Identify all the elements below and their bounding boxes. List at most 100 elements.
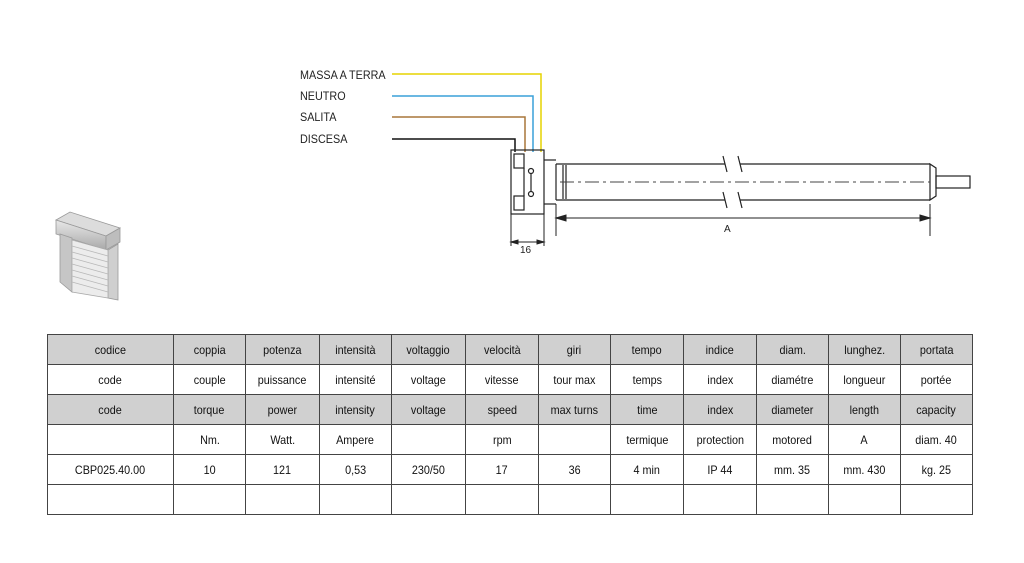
table-cell: 230/50: [391, 454, 466, 485]
wire-neutral: [392, 95, 534, 152]
table-cell: 17: [465, 454, 539, 485]
cell-text: temps: [632, 372, 662, 387]
cell-text: longueur: [843, 372, 886, 387]
motor-tube: [555, 155, 971, 209]
table-cell: time: [610, 394, 684, 425]
dimension-16-label: 16: [520, 245, 532, 256]
cell-text: time: [636, 402, 658, 417]
table-cell: diameter: [756, 394, 829, 425]
cell-text: couple: [193, 372, 226, 387]
cell-text: tempo: [631, 342, 663, 357]
cell-text: Watt.: [270, 432, 295, 447]
table-cell: mm. 430: [828, 454, 901, 485]
cell-text: torque: [194, 402, 225, 417]
table-cell: temps: [610, 364, 684, 395]
table-row: Nm. Watt. Ampere rpm termique protection motor…: [47, 424, 973, 455]
table-cell: code: [47, 394, 174, 425]
cell-text: IP 44: [707, 462, 733, 477]
wire-earth: [392, 73, 542, 152]
table-cell: [391, 424, 466, 455]
wire-label-up: SALITA: [300, 110, 337, 124]
table-cell: longueur: [828, 364, 901, 395]
table-cell: Nm.: [173, 424, 246, 455]
table-cell: CBP025.40.00: [47, 454, 174, 485]
cell-text: coppia: [193, 342, 226, 357]
table-cell: diamétre: [756, 364, 829, 395]
table-cell: 4 min: [610, 454, 684, 485]
table-cell: intensité: [319, 364, 392, 395]
table-cell: capacity: [900, 394, 973, 425]
wire-label-down: DISCESA: [300, 132, 348, 146]
cell-text: index: [707, 372, 733, 387]
table-cell: lunghez.: [828, 334, 901, 365]
dimension-16: [509, 214, 546, 246]
table-cell: rpm: [465, 424, 539, 455]
table-cell: [610, 484, 684, 515]
cell-text: velocità: [483, 342, 521, 357]
dimension-a-label: A: [724, 224, 731, 235]
cell-text: indice: [705, 342, 735, 357]
cell-text: 4 min: [633, 462, 661, 477]
table-cell: [319, 484, 392, 515]
cell-text: tour max: [553, 372, 596, 387]
cell-text: power: [267, 402, 298, 417]
table-cell: [538, 424, 611, 455]
cell-text: termique: [625, 432, 669, 447]
cell-text: diamétre: [771, 372, 814, 387]
table-cell: [173, 484, 246, 515]
cell-text: protection: [696, 432, 744, 447]
motor-head: [510, 149, 556, 215]
cell-text: intensità: [335, 342, 376, 357]
cell-text: voltage: [411, 402, 446, 417]
cell-text: code: [98, 402, 123, 417]
table-cell: intensity: [319, 394, 392, 425]
table-cell: tempo: [610, 334, 684, 365]
cell-text: index: [707, 402, 733, 417]
cell-text: voltage: [411, 372, 446, 387]
cell-text: portée: [921, 372, 952, 387]
table-cell: [391, 484, 466, 515]
table-cell: length: [828, 394, 901, 425]
cell-text: 17: [495, 462, 509, 477]
table-cell: [47, 424, 174, 455]
table-cell: torque: [173, 394, 246, 425]
cell-text: lunghez.: [844, 342, 885, 357]
table-cell: diam.: [756, 334, 829, 365]
table-cell: 0,53: [319, 454, 392, 485]
table-cell: [756, 484, 829, 515]
table-cell: voltage: [391, 394, 466, 425]
cell-text: diam. 40: [915, 432, 958, 447]
wire-up: [392, 116, 526, 152]
table-cell: voltage: [391, 364, 466, 395]
table-cell: index: [683, 394, 757, 425]
table-cell: power: [245, 394, 320, 425]
cell-text: speed: [487, 402, 517, 417]
table-cell: termique: [610, 424, 684, 455]
table-cell: vitesse: [465, 364, 539, 395]
table-cell: couple: [173, 364, 246, 395]
table-row: [47, 484, 973, 515]
table-cell: indice: [683, 334, 757, 365]
roller-shutter-icon: [55, 211, 121, 301]
cell-text: 230/50: [411, 462, 446, 477]
table-cell: tour max: [538, 364, 611, 395]
table-cell: diam. 40: [900, 424, 973, 455]
table-cell: mm. 35: [756, 454, 829, 485]
cell-text: 10: [203, 462, 216, 477]
table-cell: motored: [756, 424, 829, 455]
cell-text: Ampere: [336, 432, 375, 447]
cell-text: voltaggio: [406, 342, 451, 357]
cell-text: length: [849, 402, 880, 417]
dimension-a: [554, 204, 932, 236]
cell-text: CBP025.40.00: [75, 462, 146, 477]
cell-text: giri: [567, 342, 582, 357]
cell-text: mm. 35: [774, 462, 811, 477]
table-cell: puissance: [245, 364, 320, 395]
table-cell: portée: [900, 364, 973, 395]
cell-text: capacity: [916, 402, 957, 417]
wire-label-earth: MASSA A TERRA: [300, 68, 386, 82]
